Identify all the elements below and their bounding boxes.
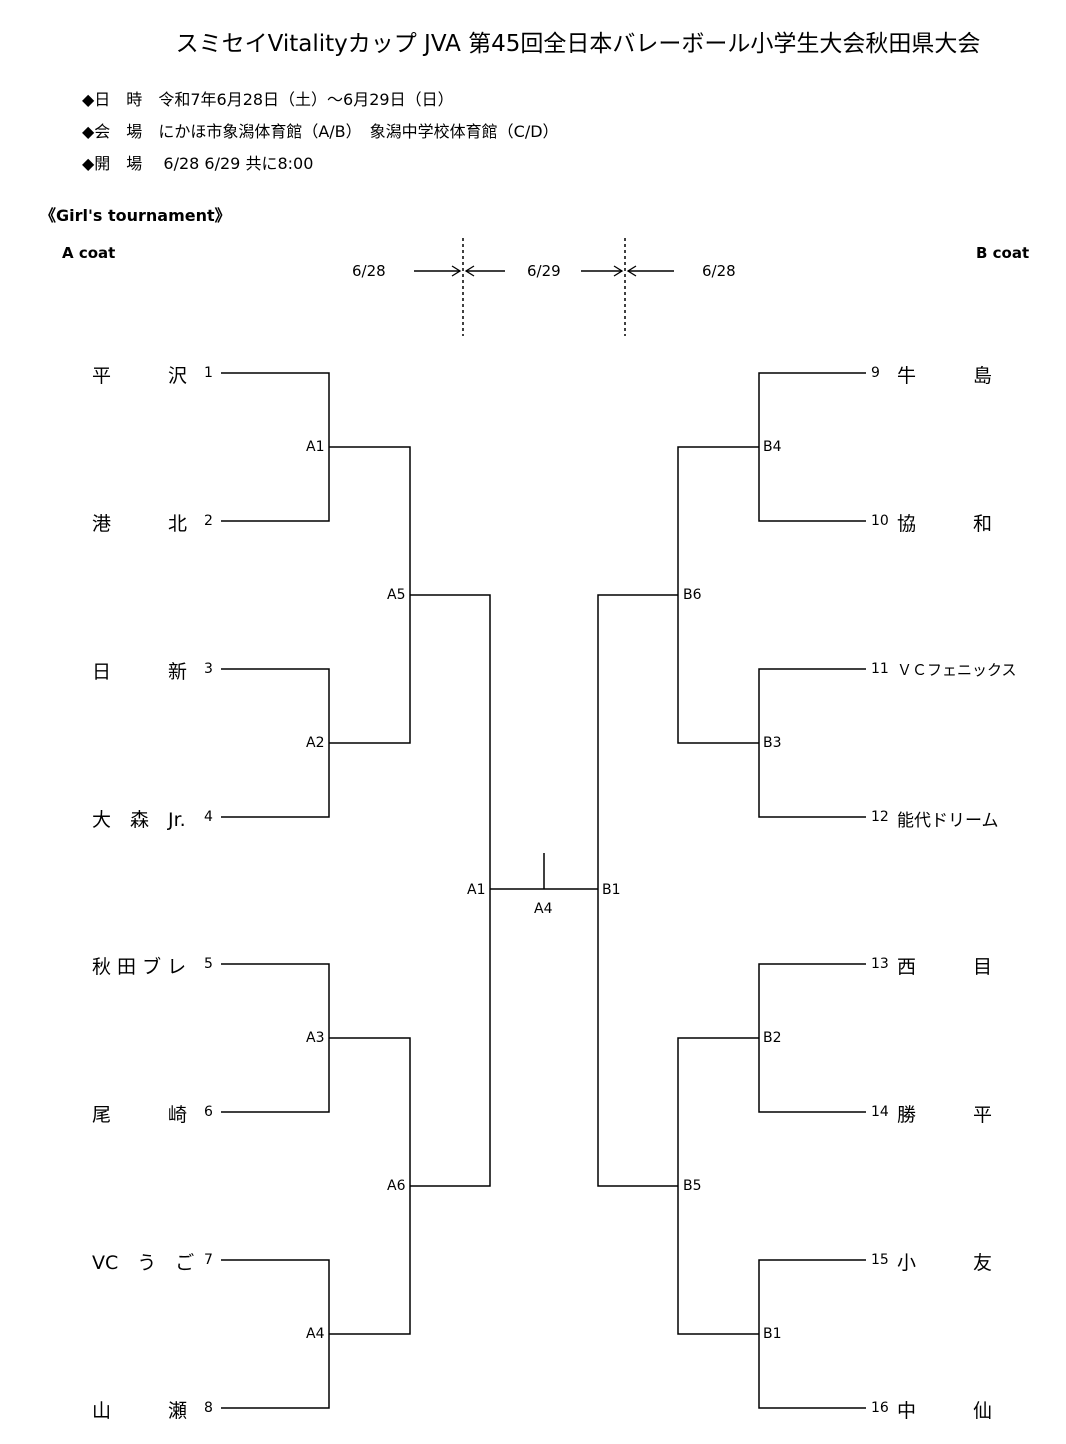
match-label-b5: B5 (683, 1178, 702, 1194)
team-name-6: 尾 崎 (92, 1104, 188, 1126)
team-number-9: 9 (871, 365, 880, 381)
team-name-9: 牛 島 (897, 365, 993, 387)
info-open: ◆開 場 6/28 6/29 共に8:00 (82, 150, 313, 174)
match-label-right-semi: B1 (602, 882, 621, 898)
match-label-left-semi: A1 (467, 882, 486, 898)
date-right-label: 6/28 (702, 262, 736, 280)
team-name-15: 小 友 (897, 1252, 993, 1274)
team-name-11: ＶＣフェニックス (897, 661, 1017, 679)
team-number-14: 14 (871, 1104, 889, 1120)
match-label-a1: A1 (306, 439, 325, 455)
team-number-16: 16 (871, 1400, 889, 1416)
team-number-8: 8 (204, 1400, 213, 1416)
date-value: 令和7年6月28日（土）～6月29日（日） (158, 90, 454, 109)
team-number-6: 6 (204, 1104, 213, 1120)
team-number-4: 4 (204, 809, 213, 825)
team-name-3: 日 新 (92, 661, 188, 683)
match-label-a2: A2 (306, 735, 325, 751)
team-name-5: 秋 田 ブ レ (92, 956, 187, 978)
match-label-b2: B2 (763, 1030, 782, 1046)
venue-label: ◆会 場 (82, 122, 143, 141)
team-name-1: 平 沢 (92, 365, 188, 387)
team-name-2: 港 北 (92, 513, 188, 535)
coat-right-label: B coat (976, 244, 1030, 262)
team-name-12: 能代ドリーム (897, 811, 999, 831)
date-label: ◆日 時 (82, 90, 143, 109)
team-number-3: 3 (204, 661, 213, 677)
match-label-a6: A6 (387, 1178, 406, 1194)
team-name-10: 協 和 (897, 513, 993, 535)
open-label: ◆開 場 (82, 154, 143, 173)
info-date: ◆日 時 令和7年6月28日（土）～6月29日（日） (82, 86, 454, 110)
team-number-7: 7 (204, 1252, 213, 1268)
team-number-11: 11 (871, 661, 889, 677)
page-title: スミセイVitalityカップ JVA 第45回全日本バレーボール小学生大会秋田… (175, 31, 981, 57)
match-label-b6: B6 (683, 587, 702, 603)
team-number-1: 1 (204, 365, 213, 381)
team-number-10: 10 (871, 513, 889, 529)
match-label-a4: A4 (306, 1326, 325, 1342)
venue-value: にかほ市象潟体育館（A/B） 象潟中学校体育館（C/D） (158, 122, 559, 141)
match-label-a5: A5 (387, 587, 406, 603)
team-name-4: 大 森 Jr. (92, 809, 186, 831)
team-name-16: 中 仙 (897, 1400, 993, 1422)
team-number-15: 15 (871, 1252, 889, 1268)
team-name-13: 西 目 (897, 956, 993, 978)
team-number-13: 13 (871, 956, 889, 972)
coat-left-label: A coat (62, 244, 116, 262)
match-label-b1: B1 (763, 1326, 782, 1342)
info-venue: ◆会 場 にかほ市象潟体育館（A/B） 象潟中学校体育館（C/D） (82, 118, 559, 142)
match-label-b3: B3 (763, 735, 782, 751)
match-label-final: A4 (534, 901, 553, 917)
team-number-2: 2 (204, 513, 213, 529)
date-center-label: 6/29 (527, 262, 561, 280)
match-label-a3: A3 (306, 1030, 325, 1046)
team-name-7: VC う ご (92, 1252, 195, 1274)
team-name-14: 勝 平 (897, 1104, 993, 1126)
section-title: 《Girl's tournament》 (40, 206, 231, 225)
open-value: 6/28 6/29 共に8:00 (163, 154, 314, 173)
date-left-label: 6/28 (352, 262, 386, 280)
team-number-5: 5 (204, 956, 213, 972)
match-label-b4: B4 (763, 439, 782, 455)
team-name-8: 山 瀬 (92, 1400, 188, 1422)
team-number-12: 12 (871, 809, 889, 825)
